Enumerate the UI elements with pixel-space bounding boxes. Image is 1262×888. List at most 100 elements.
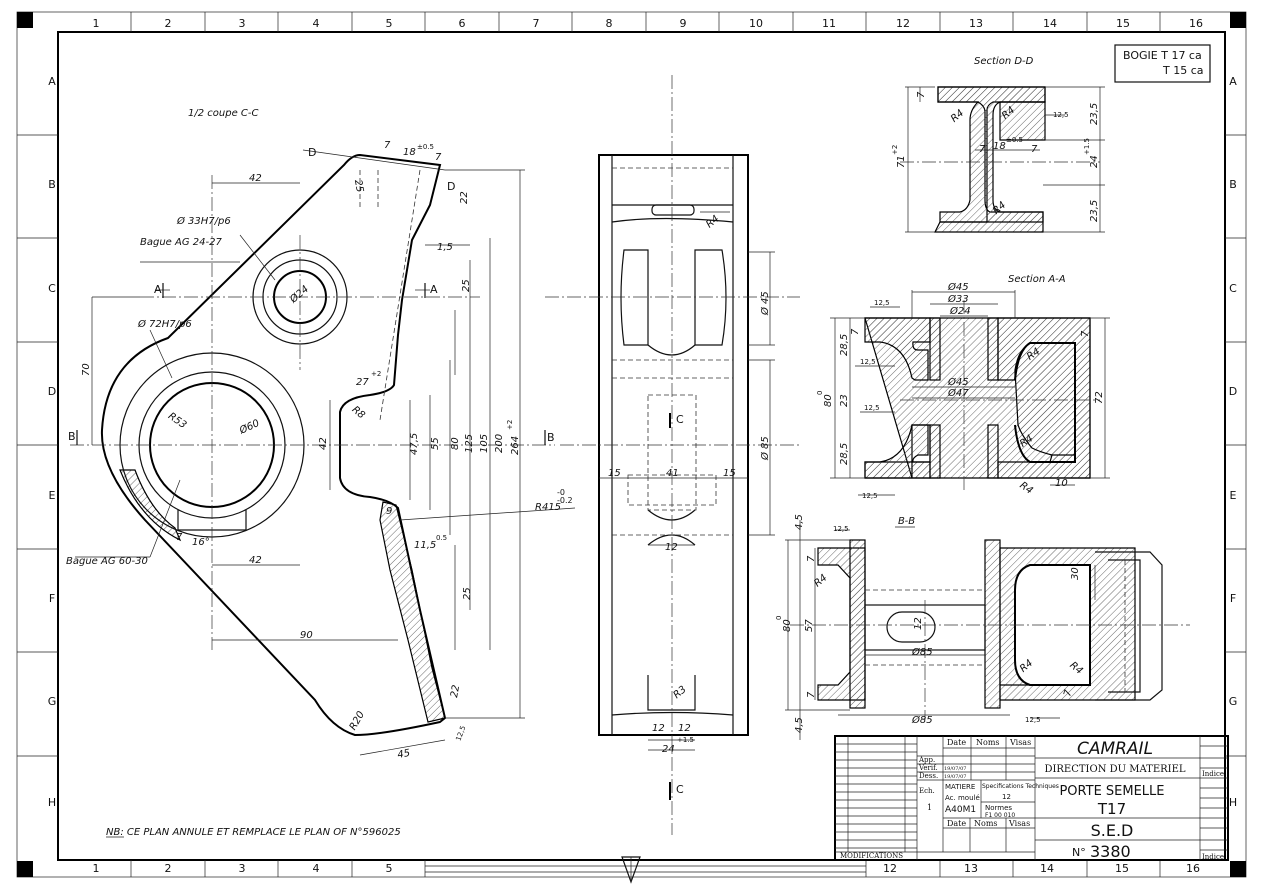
dim-label: Ø 72H7/p6 xyxy=(137,318,192,330)
dim-label: 7 xyxy=(850,328,861,335)
col-label: 3 xyxy=(239,862,246,875)
title-block: Date Noms Visas App. Verif. Dess. Ech. 1… xyxy=(834,735,1229,861)
tb-spec-value: 12 xyxy=(1002,793,1011,801)
col-label: 8 xyxy=(606,17,613,30)
dim-tol: 0 xyxy=(816,391,824,395)
dim-label: Ø33 xyxy=(947,293,969,305)
tb-number: 3380 xyxy=(1090,842,1131,861)
dim-tol: -0.2 xyxy=(557,496,573,505)
row-label: B xyxy=(48,178,56,191)
dim-tol: +2 xyxy=(371,370,381,378)
dim-label: 7 xyxy=(806,691,817,698)
tb-indice: Indice xyxy=(1202,770,1224,778)
view-title: B-B xyxy=(898,516,915,527)
dim-label: 24 xyxy=(1089,155,1100,168)
dim-label: R4 xyxy=(1018,658,1035,675)
dim-label: 18 xyxy=(403,147,416,158)
dim-label: 12,5 xyxy=(864,404,880,412)
tb-modifications: MODIFICATIONS xyxy=(840,852,903,860)
dim-label: Ø60 xyxy=(237,417,262,437)
tb-spec-label: Specifications Techniques xyxy=(982,783,1059,790)
dim-label: 12,5 xyxy=(1025,716,1041,724)
tb-normes-label: Normes xyxy=(985,804,1012,812)
dim-tol: ±0.5 xyxy=(417,143,434,151)
dim-label: Ø 45 xyxy=(759,291,771,316)
dim-label: 16° xyxy=(192,537,210,548)
dim-label: 15 xyxy=(723,468,736,479)
col-label: 11 xyxy=(822,17,836,30)
row-label: C xyxy=(1229,282,1237,295)
view-title: 1/2 coupe C-C xyxy=(188,108,258,119)
col-label: 14 xyxy=(1040,862,1054,875)
col-label: 12 xyxy=(896,17,910,30)
row-label: D xyxy=(48,385,56,398)
tb-row-header: Dess. xyxy=(919,772,938,780)
row-labels: A B C D E F G H A B C D E F G H xyxy=(48,75,1238,809)
dim-tol: 0 xyxy=(775,616,783,620)
dim-label: 23,5 xyxy=(1089,103,1100,125)
tb-service: S.E.D xyxy=(1091,821,1134,840)
dim-label: 55 xyxy=(430,437,441,450)
bogie-box: BOGIE T 17 ca T 15 ca xyxy=(1114,44,1211,83)
col-label: 15 xyxy=(1116,17,1130,30)
dim-label: 28,5 xyxy=(839,443,850,465)
dim-label: 12,5 xyxy=(833,525,849,533)
dim-tol: ±0.5 xyxy=(1006,136,1023,144)
dim-label: 23 xyxy=(839,394,850,407)
dim-label: 18 xyxy=(993,141,1006,152)
dim-tol: +2 xyxy=(891,145,899,155)
dim-label: 7 xyxy=(979,144,986,155)
dim-label: 90 xyxy=(300,630,313,641)
cut-label: B xyxy=(547,431,555,444)
dim-label: 7 xyxy=(806,555,817,562)
dim-label: 42 xyxy=(249,555,262,566)
dim-label: 12,5 xyxy=(874,299,890,307)
dim-label: 27 xyxy=(356,377,369,388)
tb-col-header: Noms xyxy=(976,738,1000,747)
col-label: 9 xyxy=(680,17,687,30)
col-label: 7 xyxy=(533,17,540,30)
dim-label: Ø24 xyxy=(287,283,311,306)
dim-label: 264 xyxy=(510,436,521,455)
hatched-section xyxy=(119,469,182,542)
col-label: 4 xyxy=(313,17,320,30)
dim-label: 24 xyxy=(662,744,675,755)
dim-label: 25 xyxy=(352,179,365,193)
col-label: 16 xyxy=(1189,17,1203,30)
dim-label: 25 xyxy=(461,279,472,292)
dim-label: 12,5 xyxy=(1053,111,1069,119)
row-label: C xyxy=(48,282,56,295)
cut-label: A xyxy=(154,283,162,296)
col-label: 5 xyxy=(386,17,393,30)
dim-label: Ø45 xyxy=(947,376,969,388)
dim-label: 7 xyxy=(176,532,183,543)
dim-label: 71 xyxy=(896,155,907,168)
row-label: F xyxy=(49,592,55,605)
col-label: 16 xyxy=(1186,862,1200,875)
dim-tol: +1.5 xyxy=(1083,138,1091,155)
section-bb-view: B-B 4,5 4,5 12,5 12,5 7 7 7 xyxy=(775,514,1190,740)
tb-col-header: Visas xyxy=(1008,819,1030,828)
tb-scale: 1 xyxy=(927,803,932,812)
col-label: 2 xyxy=(165,17,172,30)
col-label: 2 xyxy=(165,862,172,875)
dim-label: 42 xyxy=(318,437,329,450)
part-contour xyxy=(100,153,447,737)
col-label: 14 xyxy=(1043,17,1057,30)
dim-label: 42 xyxy=(249,173,262,184)
dim-label: 70 xyxy=(81,363,92,376)
col-label: 4 xyxy=(313,862,320,875)
col-label: 15 xyxy=(1115,862,1129,875)
tb-number-prefix: N° xyxy=(1072,846,1086,859)
dim-label: 12,5 xyxy=(862,492,878,500)
cut-label: D xyxy=(447,180,455,193)
dim-label: 7 xyxy=(1062,688,1074,698)
dim-label: Ø85 xyxy=(911,714,933,726)
col-label: 1 xyxy=(93,862,100,875)
dim-label: 12 xyxy=(913,617,924,630)
view-title: Section A-A xyxy=(1008,274,1066,285)
row-label: H xyxy=(48,796,56,809)
dim-label: Ø 85 xyxy=(759,436,771,461)
section-dd-view: Section D-D 7 R4 R4 R4 18 ±0.5 7 7 71 +2… xyxy=(891,56,1105,233)
